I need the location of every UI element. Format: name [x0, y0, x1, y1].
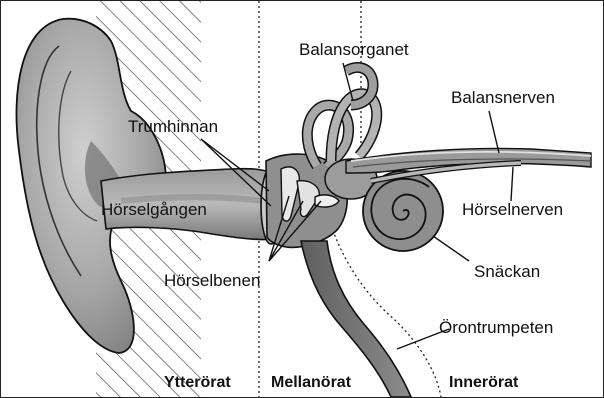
label-horselgangen: Hörselgången: [101, 201, 207, 218]
label-trumhinnan: Trumhinnan: [128, 118, 218, 135]
leader-snackan: [433, 236, 469, 261]
region-middle-ear: Mellanörat: [271, 375, 351, 391]
label-snackan: Snäckan: [474, 263, 540, 280]
region-inner-ear: Innerörat: [449, 375, 518, 391]
leader-horselnerven: [511, 167, 513, 201]
label-orontrumpeten: Örontrumpeten: [439, 319, 553, 336]
label-balansorganet: Balansorganet: [299, 41, 409, 58]
leader-balansnerven: [489, 111, 499, 153]
label-balansnerven: Balansnerven: [451, 89, 555, 106]
region-outer-ear: Ytterörat: [164, 375, 231, 391]
label-horselnerven: Hörselnerven: [462, 201, 563, 218]
label-horselbenen: Hörselbenen: [164, 272, 260, 289]
